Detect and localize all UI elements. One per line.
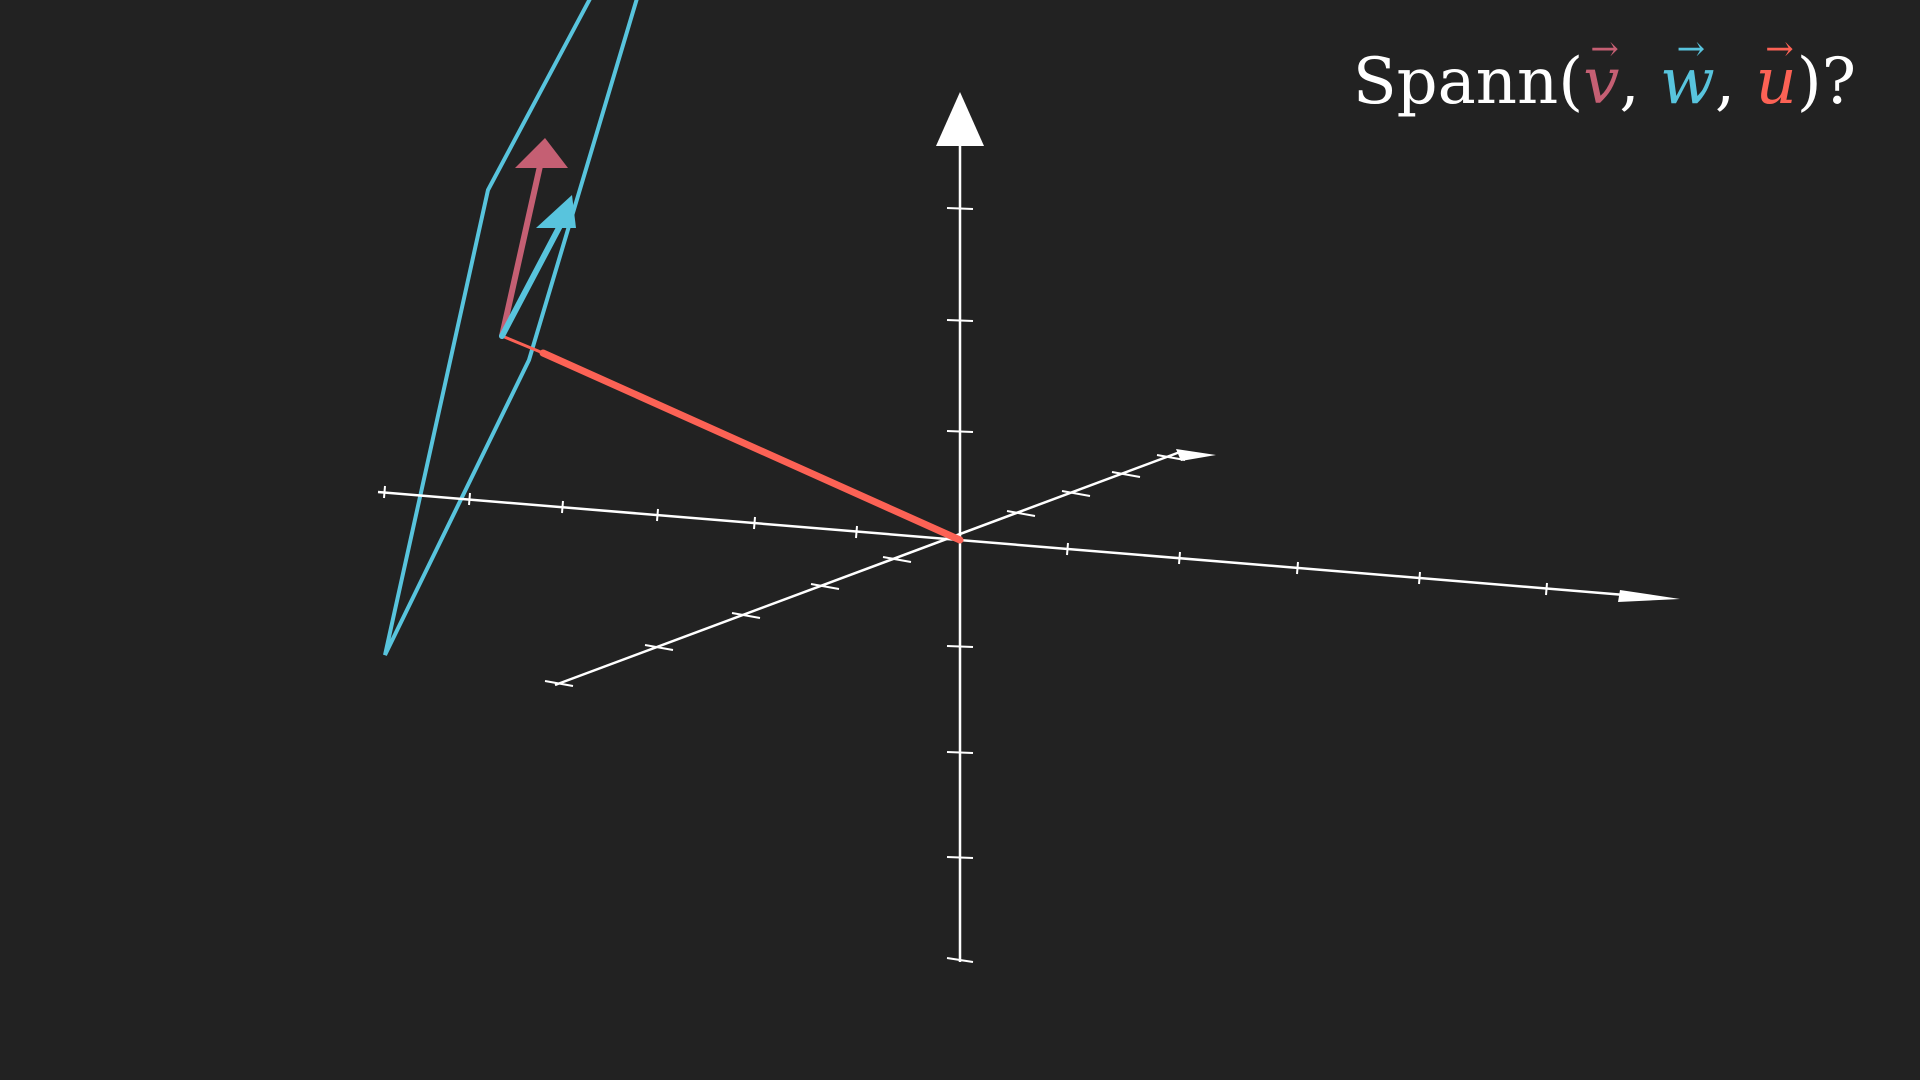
vector-w-arrow-symbol: → xyxy=(1676,29,1706,69)
title-separator-1: , xyxy=(1619,45,1661,119)
vector-w-label: →w xyxy=(1660,32,1715,114)
vector-u-label: →u xyxy=(1756,32,1797,114)
x-axis-arrowhead xyxy=(1618,590,1680,602)
title-separator-2: , xyxy=(1714,45,1756,119)
y-axis xyxy=(544,449,1216,687)
title-suffix: )? xyxy=(1796,45,1856,119)
vector-v-label: →v xyxy=(1583,32,1619,114)
vector-u-arrow-symbol: → xyxy=(1765,29,1794,69)
z-axis-arrowhead xyxy=(936,92,984,146)
vector-u-letter: u xyxy=(1755,45,1797,119)
span-title: Spann(→v, →w, →u)? xyxy=(1353,32,1856,114)
vector-v-arrowhead xyxy=(515,138,568,168)
vector-w-letter: w xyxy=(1660,45,1715,119)
x-axis xyxy=(377,485,1680,602)
z-axis xyxy=(936,92,984,963)
y-axis-arrowhead xyxy=(1176,449,1216,461)
title-prefix: Spann( xyxy=(1352,45,1584,119)
span-plane-outline xyxy=(383,0,639,656)
vector-u xyxy=(501,334,964,544)
vector-w xyxy=(499,195,576,339)
vector-v xyxy=(499,138,568,339)
vector-v-arrow-symbol: → xyxy=(1590,29,1619,69)
vector-v-letter: v xyxy=(1583,45,1620,119)
vector-w-arrowhead xyxy=(536,195,576,228)
